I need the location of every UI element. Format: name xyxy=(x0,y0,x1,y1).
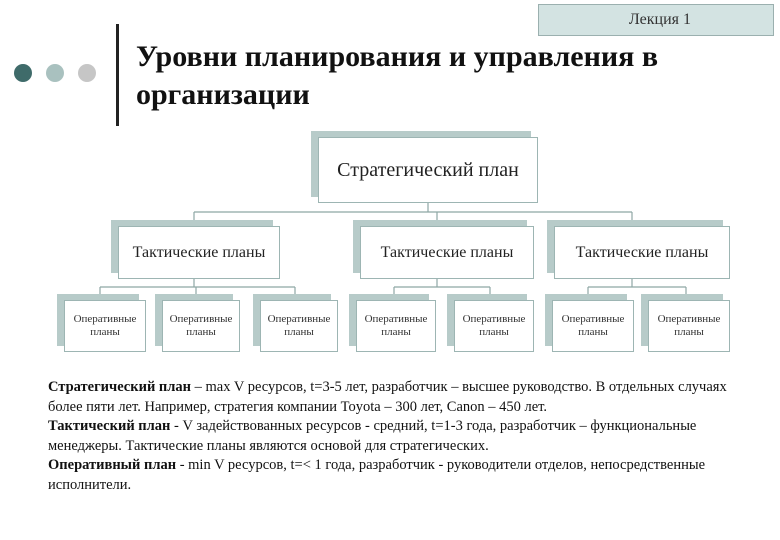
operational-term: Оперативный план xyxy=(48,457,177,473)
tactical-plan-box-1: Тактические планы xyxy=(118,226,280,279)
operational-plan-box-1: Оперативные планы xyxy=(64,300,146,352)
tactical-plan-box-3: Тактические планы xyxy=(554,226,730,279)
operational-description: - min V ресурсов, t=< 1 года, разработчи… xyxy=(48,457,706,493)
decor-dot-dark xyxy=(14,64,32,82)
operational-plan-box-6: Оперативные планы xyxy=(552,300,634,352)
title-divider xyxy=(116,24,119,126)
tactical-description: - V задействованных ресурсов - средний, … xyxy=(48,418,697,454)
tactical-term: Тактический план xyxy=(48,418,171,434)
strategic-plan-box: Стратегический план xyxy=(318,137,538,203)
tactical-definition: Тактический план - V задействованных рес… xyxy=(48,417,760,456)
strategic-description: – max V ресурсов, t=3-5 лет, разработчик… xyxy=(48,379,727,415)
title-line-1: Уровни планирования и управления в xyxy=(136,40,659,73)
operational-plan-box-2: Оперативные планы xyxy=(162,300,240,352)
strategic-term: Стратегический план xyxy=(48,379,192,395)
tactical-plan-box-2: Тактические планы xyxy=(360,226,534,279)
decor-dot-light xyxy=(46,64,64,82)
title-line-2: организации xyxy=(136,78,310,111)
decor-dot-grey xyxy=(78,64,96,82)
slide-title: Уровни планирования и управления в орган… xyxy=(136,38,756,114)
operational-plan-box-7: Оперативные планы xyxy=(648,300,730,352)
operational-plan-box-3: Оперативные планы xyxy=(260,300,338,352)
operational-plan-box-5: Оперативные планы xyxy=(454,300,534,352)
operational-definition: Оперативный план - min V ресурсов, t=< 1… xyxy=(48,456,760,495)
operational-plan-box-4: Оперативные планы xyxy=(356,300,436,352)
definitions-text: Стратегический план – max V ресурсов, t=… xyxy=(48,378,760,495)
lecture-label: Лекция 1 xyxy=(538,4,774,36)
strategic-definition: Стратегический план – max V ресурсов, t=… xyxy=(48,378,760,417)
